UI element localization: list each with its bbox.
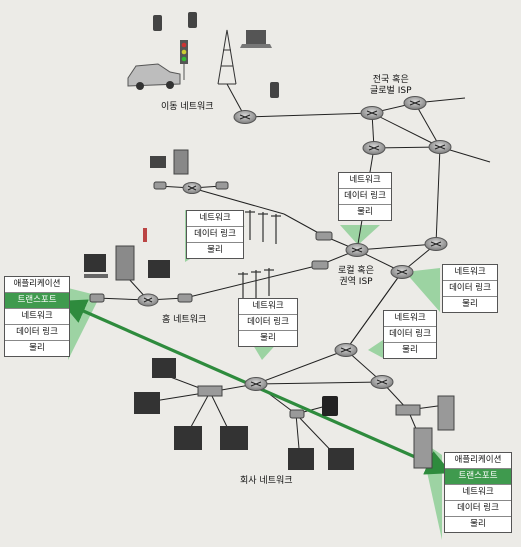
monitor-icon [288, 448, 314, 470]
layer-physical: 물리 [357, 207, 373, 217]
router-stack-right: 네트워크 데이터 링크 물리 [442, 264, 498, 313]
enterprise-network-label: 회사 네트워크 [240, 476, 293, 486]
router-icon [428, 140, 452, 154]
router-icon [233, 110, 257, 124]
router-stack-home: 네트워크 데이터 링크 물리 [186, 210, 244, 259]
layer-physical: 물리 [470, 519, 486, 529]
router-icon [403, 96, 427, 110]
modem-icon [311, 260, 329, 270]
switch-icon [395, 404, 421, 416]
server-icon [413, 427, 433, 469]
layer-datalink: 데이터 링크 [239, 315, 297, 331]
switches [89, 181, 421, 419]
monitor-icon [152, 358, 176, 378]
router-icon [360, 106, 384, 120]
modem-icon [315, 231, 333, 241]
layer-datalink: 데이터 링크 [187, 227, 243, 243]
smartphone-icon [270, 82, 279, 98]
smartphone-icon [153, 15, 162, 31]
router-icon [345, 243, 369, 257]
mobile-network-label: 이동 네트워크 [161, 102, 214, 112]
layer-application: 애플리케이션 [5, 277, 69, 293]
router-stack-lower-right: 네트워크 데이터 링크 물리 [383, 310, 437, 359]
regional-isp-label: 로컬 혹은 권역 ISP [338, 266, 374, 287]
router-icon [334, 343, 358, 357]
keyboard-icon [84, 274, 108, 278]
layer-physical: 물리 [260, 333, 276, 343]
router-icon [424, 237, 448, 251]
router-icon [390, 265, 414, 279]
mobile-devices [127, 12, 279, 98]
cell-tower-icon [217, 29, 237, 85]
home-devices [84, 149, 189, 281]
server-icon [437, 395, 455, 431]
layer-datalink: 데이터 링크 [443, 281, 497, 297]
layer-network: 네트워크 [5, 309, 69, 325]
modem-icon [177, 293, 193, 303]
modem-icon [289, 409, 305, 419]
host-stack-right: 애플리케이션 트랜스포트 네트워크 데이터 링크 물리 [444, 452, 512, 533]
layer-datalink: 데이터 링크 [339, 189, 391, 205]
modem-icon [89, 293, 105, 303]
layer-transport: 트랜스포트 [5, 293, 69, 309]
router-stack-middle: 네트워크 데이터 링크 물리 [238, 298, 298, 347]
layer-datalink: 데이터 링크 [445, 501, 511, 517]
thermometer-icon [143, 228, 147, 242]
laptop-icon [240, 30, 272, 48]
monitor-icon [134, 392, 160, 414]
modem-icon [153, 181, 167, 190]
global-isp-label: 전국 혹은 글로벌 ISP [370, 75, 412, 96]
monitor-icon [220, 426, 248, 450]
layer-physical: 물리 [29, 343, 45, 353]
enterprise-devices [134, 358, 455, 470]
router-icon [182, 182, 202, 194]
monitor-icon [150, 156, 166, 168]
layer-network: 네트워크 [384, 311, 436, 327]
refrigerator-icon [115, 245, 135, 281]
home-network-label: 홈 네트워크 [162, 315, 207, 325]
router-icon [244, 377, 268, 391]
layer-network: 네트워크 [339, 173, 391, 189]
layer-datalink: 데이터 링크 [384, 327, 436, 343]
switch-icon [197, 385, 223, 397]
smartphone-icon [188, 12, 197, 28]
refrigerator-icon [173, 149, 189, 175]
layer-network: 네트워크 [445, 485, 511, 501]
monitor-icon [174, 426, 202, 450]
layer-network: 네트워크 [443, 265, 497, 281]
tablet-icon [322, 396, 338, 416]
car-icon [127, 63, 181, 90]
host-stack-left: 애플리케이션 트랜스포트 네트워크 데이터 링크 물리 [4, 276, 70, 357]
router-icon [370, 375, 394, 389]
layer-datalink: 데이터 링크 [5, 325, 69, 341]
monitor-icon [148, 260, 170, 278]
utility-poles [238, 210, 281, 300]
router-icon [362, 141, 386, 155]
modem-icon [215, 181, 229, 190]
traffic-light-icon [180, 40, 188, 80]
layer-transport: 트랜스포트 [445, 469, 511, 485]
layer-physical: 물리 [402, 345, 418, 355]
layer-physical: 물리 [462, 299, 478, 309]
router-icon [137, 293, 159, 307]
layer-network: 네트워크 [187, 211, 243, 227]
monitor-icon [328, 448, 354, 470]
monitor-icon [84, 254, 106, 272]
layer-physical: 물리 [207, 245, 223, 255]
routers [137, 96, 452, 391]
layer-network: 네트워크 [239, 299, 297, 315]
layer-application: 애플리케이션 [445, 453, 511, 469]
router-stack-top: 네트워크 데이터 링크 물리 [338, 172, 392, 221]
